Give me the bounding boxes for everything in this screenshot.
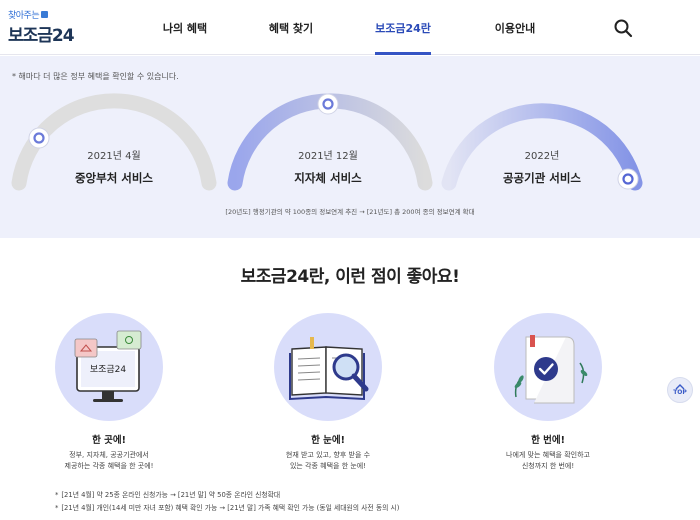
- gift-icon: [41, 11, 49, 18]
- nav-usage-guide[interactable]: 이용안내: [494, 21, 536, 35]
- top-label: TOP: [673, 389, 687, 396]
- knob-central: [28, 127, 50, 149]
- book-magnifier-icon: [274, 313, 382, 421]
- stage-central: 2021년 4월 중앙부처 서비스: [29, 147, 199, 186]
- feature-desc-line: 나에게 맞는 혜택을 확인하고: [506, 451, 590, 459]
- bullet-icon: *: [55, 504, 59, 512]
- stage-date: 2022년: [524, 151, 560, 162]
- feature-desc-line: 신청까지 한 번에!: [521, 462, 575, 470]
- stage-public: 2022년 공공기관 서비스: [457, 147, 627, 186]
- feature-one-go: 한 번에! 나에게 맞는 혜택을 확인하고 신청까지 한 번에!: [468, 432, 628, 472]
- stage-title: 중앙부처 서비스: [74, 171, 154, 185]
- stage-date: 2021년 4월: [87, 151, 141, 162]
- site-logo[interactable]: 찾아주는 보조금24: [8, 8, 78, 46]
- stage-title: 지자체 서비스: [294, 171, 362, 185]
- chevron-up-icon: [675, 384, 685, 390]
- arc-public: [441, 103, 643, 191]
- benefits-title: 보조금24란, 이런 점이 좋아요!: [240, 267, 460, 287]
- feature-title: 한 눈에!: [311, 435, 345, 446]
- certificate-check-icon: [494, 313, 602, 421]
- nav-about-active[interactable]: 보조금24란: [367, 0, 439, 55]
- benefit-notes: *[21년 4월] 약 25종 온라인 신청가능 → [21년 말] 약 50종…: [55, 489, 399, 515]
- feature-title: 한 번에!: [531, 435, 565, 446]
- scroll-top-button[interactable]: TOP: [667, 377, 693, 403]
- feature-desc-line: 현재 받고 있고, 향후 받을 수: [285, 451, 371, 459]
- hero-note: * 해마다 더 많은 정부 혜택을 확인할 수 있습니다.: [12, 72, 179, 81]
- hero-footnote: [20년도] 행정기관의 약 100종의 정보연계 추진 → [21년도] 총 …: [225, 208, 475, 216]
- site-header: 찾아주는 보조금24 나의 혜택 혜택 찾기 보조금24란 이용안내: [0, 0, 700, 55]
- feature-desc-line: 제공하는 각종 혜택을 한 곳에!: [64, 462, 154, 470]
- nav-my-benefits[interactable]: 나의 혜택: [162, 21, 208, 35]
- knob-public: [617, 168, 639, 190]
- search-icon[interactable]: [612, 17, 634, 39]
- feature-title: 한 곳에!: [92, 435, 126, 446]
- stage-date: 2021년 12월: [298, 151, 358, 162]
- bullet-icon: *: [55, 491, 59, 499]
- note-item: *[21년 4월] 개인(14세 미만 자녀 포함) 혜택 확인 가능 → [2…: [55, 504, 400, 512]
- logo-wordmark: 보조금24: [8, 26, 75, 46]
- knob-local: [317, 93, 339, 115]
- feature-desc-line: 있는 각종 혜택을 한 눈에!: [289, 462, 367, 470]
- feature-desc-line: 정부, 지자체, 공공기관에서: [69, 451, 149, 459]
- logo-tagline: 찾아주는: [8, 11, 40, 21]
- note-item: *[21년 4월] 약 25종 온라인 신청가능 → [21년 말] 약 50종…: [55, 491, 281, 499]
- stage-local: 2021년 12월 지자체 서비스: [243, 147, 413, 186]
- monitor-screen-label: 보조금24: [89, 365, 127, 375]
- monitor-icon: 보조금24: [55, 313, 163, 421]
- timeline-arcs: [11, 93, 643, 191]
- timeline-hero: * 해마다 더 많은 정부 혜택을 확인할 수 있습니다.: [0, 56, 700, 238]
- nav-find-benefits[interactable]: 혜택 찾기: [268, 21, 314, 35]
- stage-title: 공공기관 서비스: [502, 171, 582, 185]
- feature-one-glance: 한 눈에! 현재 받고 있고, 향후 받을 수 있는 각종 혜택을 한 눈에!: [248, 432, 408, 472]
- feature-one-place: 한 곳에! 정부, 지자체, 공공기관에서 제공하는 각종 혜택을 한 곳에!: [29, 432, 189, 472]
